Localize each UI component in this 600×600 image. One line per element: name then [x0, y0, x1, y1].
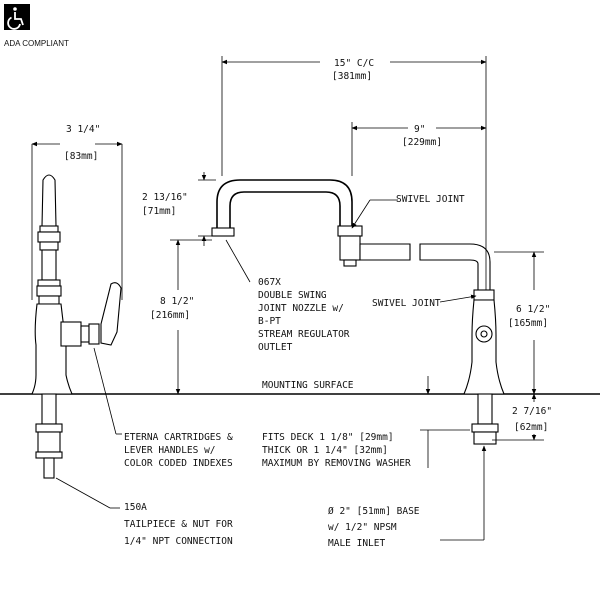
base-line-1: Ø 2" [51mm] BASE — [328, 506, 420, 517]
dim-side-width-mm: [83mm] — [64, 151, 98, 162]
tailpiece-line-2: TAILPIECE & NUT FOR — [124, 519, 233, 530]
dim-side-width: 3 1/4" [83mm] — [31, 124, 123, 300]
dim-center-to-center: 15" C/C [381mm] — [221, 56, 487, 290]
dim-shank-length: 2 7/16" [62mm] — [492, 393, 552, 441]
nozzle-line-3: JOINT NOZZLE w/ — [258, 303, 344, 314]
deck-line-3: MAXIMUM BY REMOVING WASHER — [262, 458, 411, 469]
callout-nozzle: 067X DOUBLE SWING JOINT NOZZLE w/ B-PT S… — [225, 239, 350, 353]
dim-shank-in: 2 7/16" — [512, 406, 552, 417]
dim-body-height: 6 1/2" [165mm] — [494, 251, 550, 395]
dim-height-in: 8 1/2" — [160, 296, 194, 307]
dim-drop-mm: [71mm] — [142, 206, 176, 217]
deck-line-2: THICK OR 1 1/4" [32mm] — [262, 445, 388, 456]
callout-deck: FITS DECK 1 1/8" [29mm] THICK OR 1 1/4" … — [262, 432, 411, 469]
cartridges-line-2: LEVER HANDLES w/ — [124, 445, 216, 456]
dim-height-mm: [216mm] — [150, 310, 190, 321]
dim-deck-thickness — [420, 376, 470, 468]
dim-spout-reach: 9" [229mm] — [351, 122, 487, 176]
dim-body-mm: [165mm] — [508, 318, 548, 329]
base-line-3: MALE INLET — [328, 538, 385, 549]
tailpiece-line-1: 150A — [124, 502, 147, 513]
callout-base: Ø 2" [51mm] BASE w/ 1/2" NPSM MALE INLET — [328, 445, 487, 549]
dim-nozzle-drop: 2 13/16" [71mm] — [142, 172, 216, 246]
front-view-faucet — [211, 179, 505, 445]
nozzle-line-6: OUTLET — [258, 342, 293, 353]
callout-swivel-joint-upper: SWIVEL JOINT — [351, 194, 465, 229]
deck-line-1: FITS DECK 1 1/8" [29mm] — [262, 432, 394, 443]
callout-swivel-joint-lower: SWIVEL JOINT — [372, 294, 477, 309]
dim-drop-in: 2 13/16" — [142, 192, 188, 203]
base-line-2: w/ 1/2" NPSM — [328, 522, 397, 533]
callout-tailpiece: 150A TAILPIECE & NUT FOR 1/4" NPT CONNEC… — [55, 477, 233, 547]
nozzle-line-4: B-PT — [258, 316, 281, 327]
dim-body-in: 6 1/2" — [516, 304, 550, 315]
swivel-joint-lower-label: SWIVEL JOINT — [372, 298, 441, 309]
wheelchair-icon — [4, 4, 30, 30]
dim-cc-mm: [381mm] — [332, 71, 372, 82]
nozzle-line-1: 067X — [258, 277, 281, 288]
tailpiece-line-3: 1/4" NPT CONNECTION — [124, 536, 233, 547]
ada-badge: ADA COMPLIANT — [4, 4, 69, 48]
dim-cc-in: 15" C/C — [334, 58, 374, 69]
dim-shank-mm: [62mm] — [514, 422, 548, 433]
nozzle-line-2: DOUBLE SWING — [258, 290, 327, 301]
nozzle-line-5: STREAM REGULATOR — [258, 329, 350, 340]
dim-nozzle-height: 8 1/2" [216mm] — [150, 239, 212, 395]
side-view-faucet — [31, 174, 122, 479]
cartridges-line-1: ETERNA CARTRIDGES & — [124, 432, 233, 443]
dim-side-width-in: 3 1/4" — [66, 124, 100, 135]
ada-label: ADA COMPLIANT — [4, 39, 69, 48]
dim-reach-mm: [229mm] — [402, 137, 442, 148]
swivel-joint-upper-label: SWIVEL JOINT — [396, 194, 465, 205]
dim-reach-in: 9" — [414, 124, 425, 135]
cartridges-line-3: COLOR CODED INDEXES — [124, 458, 233, 469]
callout-cartridges: ETERNA CARTRIDGES & LEVER HANDLES w/ COL… — [93, 347, 233, 469]
nozzle-outlet — [211, 227, 235, 237]
mounting-surface-label: MOUNTING SURFACE — [262, 380, 354, 391]
